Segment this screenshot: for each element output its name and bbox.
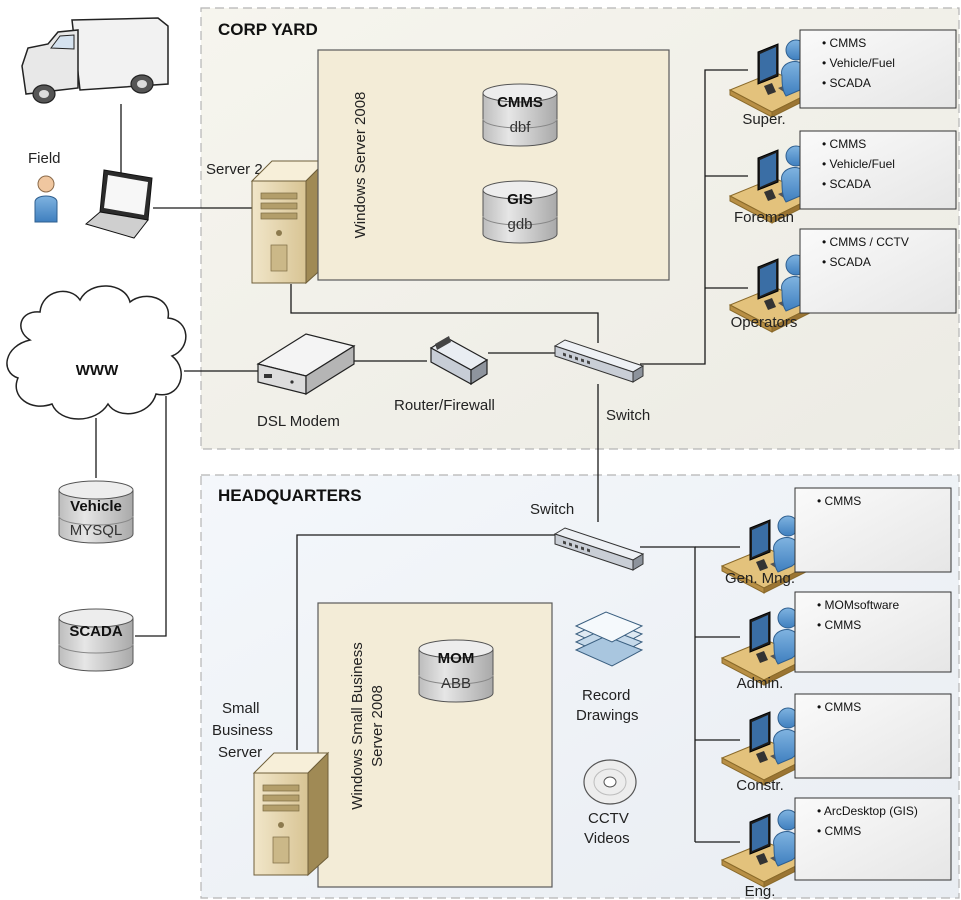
scada-database-icon: SCADA xyxy=(58,608,134,672)
mom-db-name: MOM xyxy=(438,650,475,667)
workstation-app-item: • CMMS / CCTV xyxy=(822,235,909,249)
workstation-info-box xyxy=(794,797,952,881)
dsl-modem-icon xyxy=(256,333,356,396)
workstation-label: Constr. xyxy=(736,777,784,794)
mom-database-icon: MOM ABB xyxy=(418,639,494,703)
connection-lines xyxy=(95,69,748,843)
cctv-line-1: CCTV xyxy=(588,810,629,827)
workstation-app-item: • SCADA xyxy=(822,76,871,90)
router-firewall-label: Router/Firewall xyxy=(394,397,495,414)
sbs-tower-icon xyxy=(253,752,329,876)
server-2-tower-icon xyxy=(251,160,327,284)
workstation-app-item: • SCADA xyxy=(822,177,871,191)
workstation-app-item: • Vehicle/Fuel xyxy=(822,56,895,70)
sbs-label-line-2: Business xyxy=(212,722,273,739)
workstation-app-item: • Vehicle/Fuel xyxy=(822,157,895,171)
server-2-os-label: Windows Server 2008 xyxy=(352,92,369,239)
workstation-label: Gen. Mng. xyxy=(725,570,795,587)
record-drawings-icon xyxy=(574,611,644,667)
workstation-label: Admin. xyxy=(737,675,784,692)
workstation-label: Foreman xyxy=(734,209,794,226)
corp-workstation-foreman: • CMMS • Vehicle/Fuel • SCADA Foreman xyxy=(729,130,957,226)
gis-db-name: GIS xyxy=(507,191,533,208)
workstation-label: Operators xyxy=(731,314,798,331)
workstation-app-item: • CMMS xyxy=(817,618,861,632)
delivery-truck-icon xyxy=(21,17,169,104)
sbs-label-line-1: Small xyxy=(222,700,260,717)
cmms-database-icon: CMMS dbf xyxy=(482,83,558,147)
router-firewall-icon xyxy=(429,336,489,386)
cmms-db-name: CMMS xyxy=(497,94,543,111)
laptop-icon xyxy=(84,169,153,239)
cctv-disc-icon xyxy=(583,759,637,805)
vehicle-db-sub: MYSQL xyxy=(70,522,123,539)
sbs-os-label-line-1: Windows Small Business xyxy=(349,642,366,810)
workstation-info-box xyxy=(794,591,952,673)
corp-workstation-operators: • CMMS / CCTV • SCADA Operators xyxy=(729,228,957,333)
sbs-os-label-line-2: Server 2008 xyxy=(369,685,386,767)
field-user-icon xyxy=(34,175,58,223)
workstation-info-box xyxy=(794,693,952,779)
hq-workstation-admin: • MOMsoftware • CMMS Admin. xyxy=(721,591,952,692)
record-drawings-line-2: Drawings xyxy=(576,707,639,724)
mom-db-sub: ABB xyxy=(441,675,471,692)
scada-db-name: SCADA xyxy=(69,623,123,640)
www-cloud-icon: WWW xyxy=(6,285,187,420)
sbs-os-box: Windows Small Business Server 2008 MOM A… xyxy=(317,602,553,888)
workstation-app-item: • CMMS xyxy=(817,700,861,714)
workstation-info-box xyxy=(794,487,952,573)
record-drawings-line-1: Record xyxy=(582,687,630,704)
workstation-app-item: • CMMS xyxy=(817,824,861,838)
workstation-app-item: • ArcDesktop (GIS) xyxy=(817,804,918,818)
workstation-info-box xyxy=(799,130,957,210)
cmms-db-sub: dbf xyxy=(510,119,532,136)
field-label: Field xyxy=(28,150,61,167)
server-2-label: Server 2 xyxy=(206,161,263,178)
workstation-info-box xyxy=(799,228,957,314)
hq-workstation-eng: • ArcDesktop (GIS) • CMMS Eng. xyxy=(721,797,952,900)
sbs-label-line-3: Server xyxy=(218,744,262,761)
gis-db-sub: gdb xyxy=(507,216,532,233)
workstation-label: Super. xyxy=(742,111,785,128)
hq-workstations: • CMMS Gen. Mng. • MOMsoftware • CMMS Admin.… xyxy=(721,487,952,900)
gis-database-icon: GIS gdb xyxy=(482,180,558,244)
hq-workstation-gen-mng: • CMMS Gen. Mng. xyxy=(721,487,952,594)
vehicle-db-name: Vehicle xyxy=(70,498,122,515)
headquarters-title: HEADQUARTERS xyxy=(218,486,362,505)
corp-switch-label: Switch xyxy=(606,407,650,424)
corp-workstation-super: • CMMS • Vehicle/Fuel • SCADA Super. xyxy=(729,29,957,128)
workstation-app-item: • SCADA xyxy=(822,255,871,269)
workstation-app-item: • CMMS xyxy=(822,36,866,50)
corp-yard-title: CORP YARD xyxy=(218,20,318,39)
workstation-info-box xyxy=(799,29,957,109)
hq-switch-label: Switch xyxy=(530,501,574,518)
workstation-app-item: • CMMS xyxy=(822,137,866,151)
hq-workstation-constr: • CMMS Constr. xyxy=(721,693,952,794)
workstation-label: Eng. xyxy=(745,883,776,900)
server-2-os-box: Windows Server 2008 CMMS dbf GIS gdb xyxy=(317,49,670,281)
workstation-app-item: • MOMsoftware xyxy=(817,598,900,612)
vehicle-database-icon: Vehicle MYSQL xyxy=(58,480,134,544)
workstation-app-item: • CMMS xyxy=(817,494,861,508)
dsl-modem-label: DSL Modem xyxy=(257,413,340,430)
www-label: WWW xyxy=(76,362,119,379)
cctv-line-2: Videos xyxy=(584,830,630,847)
